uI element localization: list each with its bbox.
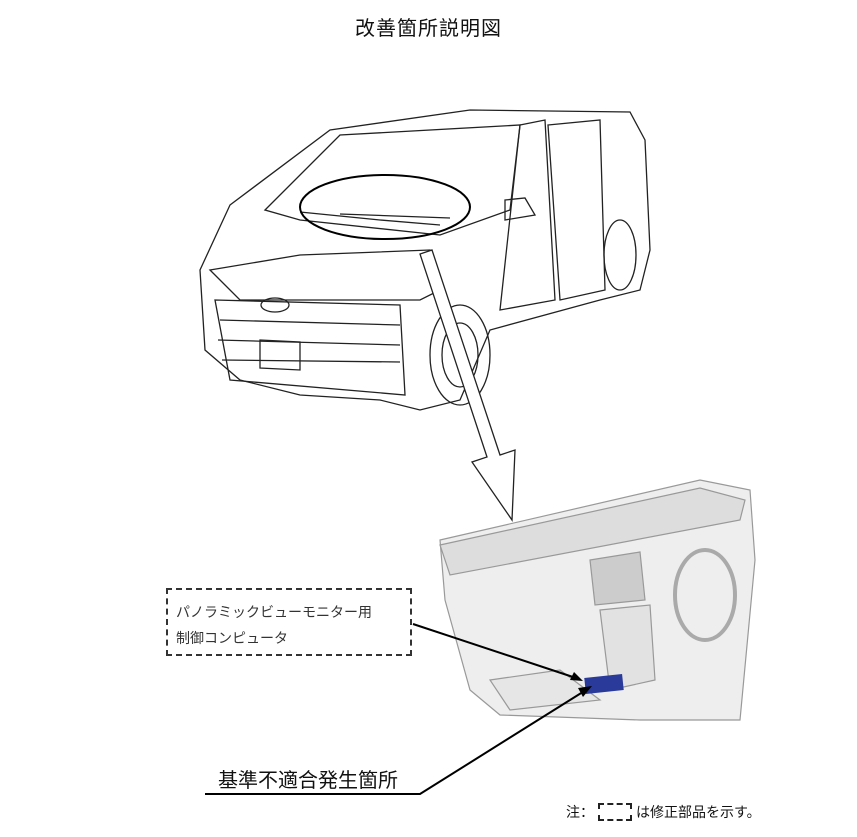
defect-location-label: 基準不適合発生箇所 xyxy=(218,768,398,792)
van-illustration xyxy=(199,109,651,411)
pointer-arrow xyxy=(419,249,516,522)
note-suffix: は修正部品を示す。 xyxy=(636,805,761,821)
callout-leader-line xyxy=(412,623,577,679)
windshield-highlight-ellipse xyxy=(299,174,471,240)
part-callout-box: パノラミックビューモニター用 制御コンピュータ xyxy=(166,588,412,656)
callout-line-1: パノラミックビューモニター用 xyxy=(176,605,372,621)
dashed-box-legend-icon xyxy=(598,803,632,821)
defect-leader-line xyxy=(205,689,587,795)
note-prefix: 注： xyxy=(566,805,594,821)
callout-line-2: 制御コンピュータ xyxy=(176,631,288,647)
control-computer-part xyxy=(584,674,624,694)
legend-note: 注： は修正部品を示す。 xyxy=(566,802,761,822)
page-title: 改善箇所説明図 xyxy=(355,16,502,40)
